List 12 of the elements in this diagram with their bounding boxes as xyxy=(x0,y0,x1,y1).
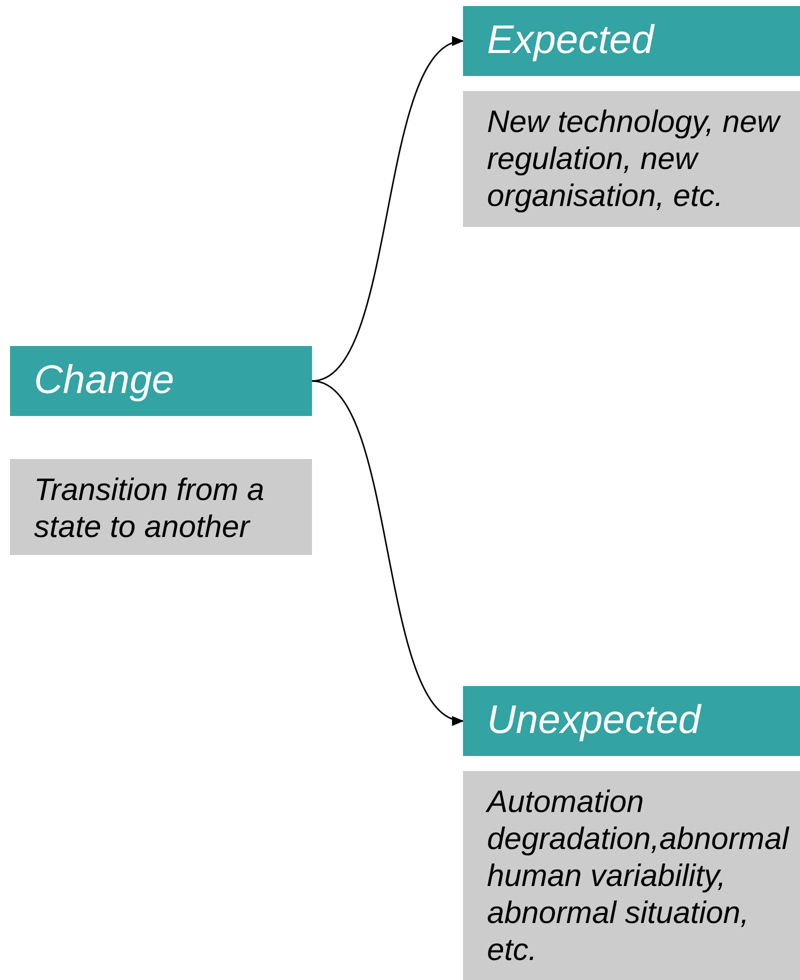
description-text: Automation degradation,abnormal human variability, abnormal situation, etc. xyxy=(487,784,789,967)
heading-text: Change xyxy=(34,358,174,402)
heading-text: Expected xyxy=(487,18,654,62)
description-text: Transition from a state to another xyxy=(34,472,264,544)
description-box xyxy=(463,771,800,980)
description-text: New technology, new regulation, new organisation, etc. xyxy=(487,104,780,213)
description-box xyxy=(10,459,312,555)
header-box xyxy=(463,686,800,756)
heading-text: Unexpected xyxy=(487,698,700,742)
description-box xyxy=(463,91,800,227)
header-box xyxy=(10,346,312,416)
header-box xyxy=(463,6,800,76)
